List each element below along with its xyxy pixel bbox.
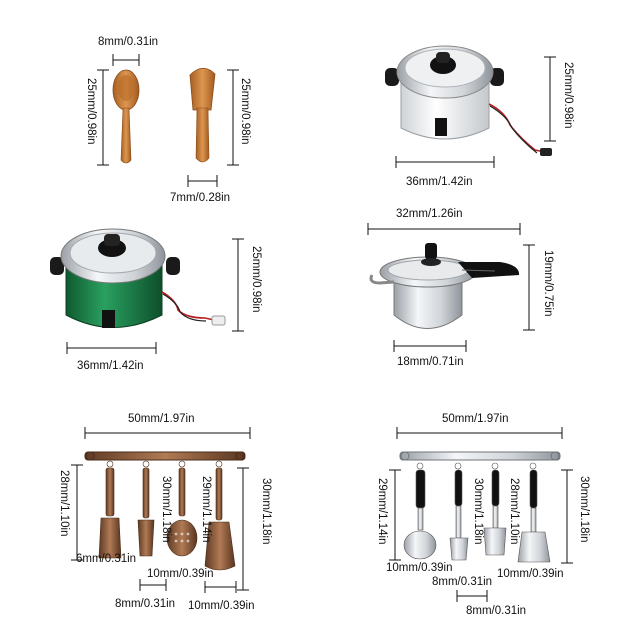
silver-tool-c-height-label: 28mm/1.10in: [508, 478, 520, 545]
silver-tool-w2-label: 8mm/0.31in: [432, 576, 493, 588]
bronze-tool-w4-label: 10mm/0.39in: [188, 600, 255, 612]
white-cooker-width-label: 36mm/1.42in: [406, 176, 473, 188]
pressure-cooker-height-label: 19mm/0.75in: [542, 250, 554, 317]
spatula-width-label: 7mm/0.28in: [170, 192, 231, 204]
bronze-rack-width-label: 50mm/1.97in: [128, 413, 195, 425]
silver-tool-w1-label: 10mm/0.39in: [386, 562, 453, 574]
bronze-tool-b-height-label: 29mm/1.14in: [200, 476, 212, 543]
bronze-tool-c-height-label: 30mm/1.18in: [260, 478, 272, 545]
green-cooker-width-label: 36mm/1.42in: [77, 360, 144, 372]
spoon-height-label: 25mm/0.98in: [85, 78, 97, 145]
silver-utensil-set: [399, 451, 561, 563]
bronze-set-height-label: 28mm/1.10in: [58, 470, 70, 537]
green-rice-cooker: [50, 228, 226, 328]
silver-tool-a-height-label: 29mm/1.14in: [376, 478, 388, 545]
silver-tool-w3-label: 10mm/0.39in: [497, 568, 564, 580]
silver-tool-w4-label: 8mm/0.31in: [466, 605, 527, 617]
white-rice-cooker: [385, 45, 552, 156]
silver-set-height-label: 30mm/1.18in: [578, 476, 590, 543]
pressure-cooker-base-label: 18mm/0.71in: [397, 356, 464, 368]
silver-tool-b-height-label: 30mm/1.18in: [472, 478, 484, 545]
pressure-cooker: [369, 243, 520, 329]
silver-rack-width-label: 50mm/1.97in: [442, 413, 509, 425]
white-cooker-height-label: 25mm/0.98in: [562, 62, 574, 129]
pressure-cooker-width-label: 32mm/1.26in: [396, 208, 463, 220]
green-cooker-height-label: 25mm/0.98in: [250, 246, 262, 313]
spoon-width-label: 8mm/0.31in: [98, 36, 159, 48]
wooden-spoon: [112, 69, 140, 164]
bronze-utensil-set: [84, 451, 246, 571]
bronze-tool-w3-label: 8mm/0.31in: [115, 598, 176, 610]
spatula-height-label: 25mm/0.98in: [239, 78, 251, 145]
bronze-tool-w2-label: 10mm/0.39in: [147, 568, 214, 580]
bronze-tool-a-height-label: 30mm/1.18in: [160, 476, 172, 543]
dimension-lines: [66, 54, 573, 602]
wooden-spatula: [189, 67, 216, 163]
bronze-tool-w1-label: 6mm/0.31in: [76, 553, 137, 565]
